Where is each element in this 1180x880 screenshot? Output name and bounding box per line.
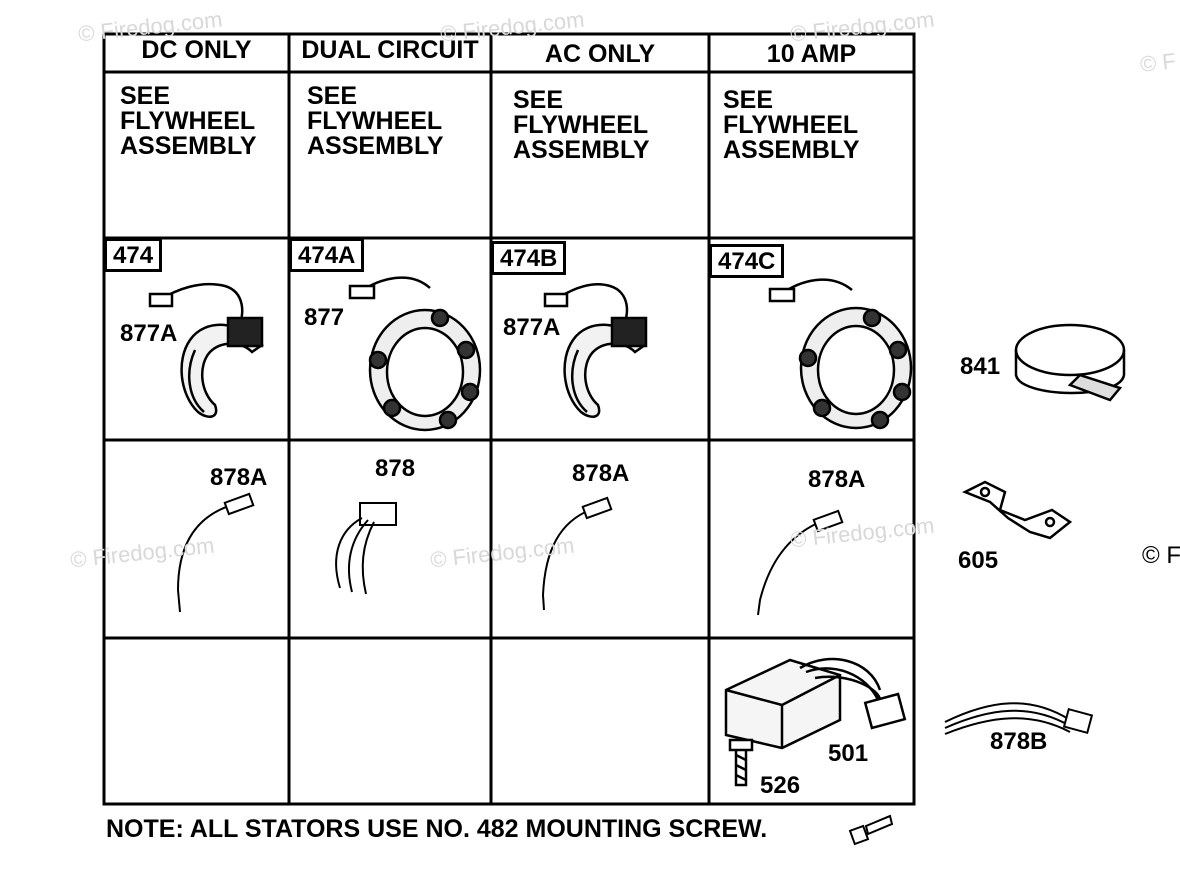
stator-lead-label: 877	[304, 304, 345, 331]
bracket-drawing	[961, 480, 1073, 540]
stator-lead-label: 877A	[503, 314, 561, 341]
connector-part-label: 878A	[572, 460, 630, 487]
bracket-part-label: 605	[958, 547, 999, 574]
screw-part-label: 526	[760, 772, 801, 799]
stator-part-tag: 474B	[491, 241, 567, 275]
stator-lead-label: 877A	[120, 320, 178, 347]
stator-part-tag: 474	[104, 238, 163, 272]
wire-harness-drawing	[944, 702, 1094, 735]
stator-ring-drawing-10amp	[768, 278, 913, 430]
stator-half-drawing-ac	[543, 283, 648, 418]
parts-grid	[102, 32, 916, 806]
column-header-dual-circuit: DUAL CIRCUIT	[301, 36, 479, 64]
connector-part-label: 878A	[210, 464, 268, 491]
hose-clamp-drawing	[1014, 323, 1126, 402]
regulator-part-label: 501	[828, 740, 869, 767]
stator-ring-drawing-dual	[348, 276, 482, 432]
harness-part-label: 878B	[990, 728, 1048, 755]
mounting-screw-note: NOTE: ALL STATORS USE NO. 482 MOUNTING S…	[106, 815, 768, 843]
stator-half-drawing-dc	[148, 282, 264, 418]
connector-drawings	[176, 492, 844, 616]
column-header-10-amp: 10 AMP	[766, 40, 857, 68]
connector-part-label: 878A	[808, 466, 866, 493]
column-header-dc-only: DC ONLY	[141, 36, 252, 64]
column-header-ac-only: AC ONLY	[544, 40, 656, 68]
clamp-part-label: 841	[960, 353, 1001, 380]
watermark-partial: © F	[1138, 48, 1177, 77]
connector-part-label: 878	[375, 455, 416, 482]
mounting-screw-drawing	[848, 814, 894, 846]
stator-part-tag: 474A	[289, 238, 365, 272]
regulator-drawing	[724, 657, 907, 787]
watermark-partial: © F	[1142, 542, 1180, 569]
stator-part-tag: 474C	[709, 244, 785, 278]
